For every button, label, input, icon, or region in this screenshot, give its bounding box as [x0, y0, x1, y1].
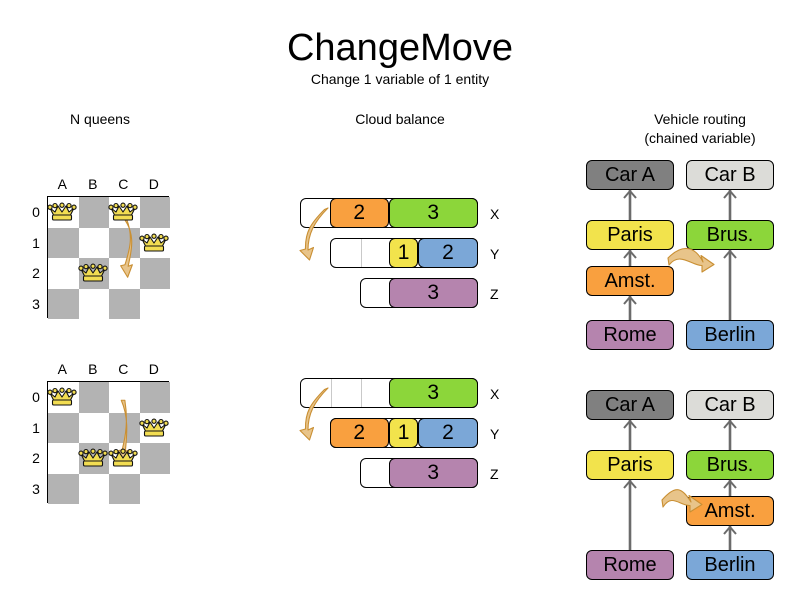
- capacity-divider: [360, 239, 362, 267]
- board-cell-a2[interactable]: [48, 443, 79, 474]
- column-header-nqueens: N queens: [70, 111, 130, 127]
- board-cell-d3[interactable]: [139, 473, 170, 504]
- capacity-divider: [330, 379, 332, 407]
- queen-b2: [78, 448, 108, 467]
- column-header-cloud-balance: Cloud balance: [355, 111, 445, 127]
- board-cell-b0[interactable]: [78, 382, 109, 413]
- file-label-c: C: [118, 361, 129, 377]
- board-cell-d3[interactable]: [139, 288, 170, 319]
- routing-node-rome-after[interactable]: Rome: [586, 550, 674, 580]
- cloud-process-orange[interactable]: 2: [329, 197, 389, 228]
- board-cell-a1[interactable]: [48, 227, 79, 258]
- rank-label-3: 3: [32, 295, 40, 312]
- rank-label-1: 1: [32, 234, 40, 251]
- board-cell-a3[interactable]: [48, 473, 79, 504]
- routing-node-carb-before[interactable]: Car B: [686, 160, 774, 190]
- board-cell-c1[interactable]: [109, 227, 140, 258]
- board-cell-d0[interactable]: [139, 382, 170, 413]
- routing-node-amst-before[interactable]: Amst.: [586, 266, 674, 296]
- cloud-computer-label-x: X: [490, 206, 500, 222]
- cloud-process-green[interactable]: 3: [388, 377, 478, 408]
- routing-node-berlin-before[interactable]: Berlin: [686, 320, 774, 350]
- capacity-divider: [360, 379, 362, 407]
- routing-node-carb-after[interactable]: Car B: [686, 390, 774, 420]
- queen-a0: [47, 202, 77, 221]
- board-cell-d0[interactable]: [139, 197, 170, 228]
- page-title: ChangeMove: [286, 27, 514, 69]
- cloud-computer-z-after[interactable]: 3: [359, 457, 478, 488]
- cloud-process-yellow[interactable]: 1: [388, 417, 419, 448]
- board-cell-a3[interactable]: [48, 288, 79, 319]
- file-label-c: C: [118, 176, 129, 192]
- cloud-process-purple[interactable]: 3: [388, 457, 478, 488]
- board-cell-a1[interactable]: [48, 412, 79, 443]
- cloud-computer-label-y: Y: [490, 426, 500, 442]
- routing-node-cara-before[interactable]: Car A: [586, 160, 674, 190]
- cloud-computer-label-z: Z: [490, 466, 499, 482]
- cloud-process-orange[interactable]: 2: [329, 417, 389, 448]
- routing-node-brus-before[interactable]: Brus.: [686, 220, 774, 250]
- queen-c2: [108, 448, 138, 467]
- board-cell-b1[interactable]: [78, 227, 109, 258]
- cloud-process-purple[interactable]: 3: [388, 277, 478, 308]
- queen-c0: [108, 202, 138, 221]
- routing-node-amst-after[interactable]: Amst.: [686, 496, 774, 526]
- queen-d1: [139, 418, 169, 437]
- cloud-computer-z-before[interactable]: 3: [359, 277, 478, 308]
- rank-label-0: 0: [32, 204, 40, 220]
- cloud-process-blue[interactable]: 2: [418, 417, 478, 448]
- routing-node-rome-before[interactable]: Rome: [586, 320, 674, 350]
- cloud-computer-label-z: Z: [490, 286, 499, 302]
- file-label-a: A: [57, 361, 67, 377]
- queen-b2: [78, 263, 108, 282]
- routing-node-brus-after[interactable]: Brus.: [686, 450, 774, 480]
- board-cell-d2[interactable]: [139, 443, 170, 474]
- routing-header-line1: Vehicle routing: [654, 111, 746, 127]
- rank-label-0: 0: [32, 389, 40, 405]
- page-subtitle: Change 1 variable of 1 entity: [310, 71, 490, 87]
- board-cell-b3[interactable]: [78, 473, 109, 504]
- board-cell-b0[interactable]: [78, 197, 109, 228]
- rank-label-3: 3: [32, 480, 40, 497]
- board-cell-c3[interactable]: [109, 288, 140, 319]
- routing-node-paris-before[interactable]: Paris: [586, 220, 674, 250]
- file-label-b: B: [88, 176, 98, 192]
- cloud-process-blue[interactable]: 2: [418, 237, 478, 268]
- routing-header-line2: (chained variable): [644, 130, 756, 146]
- file-label-d: D: [148, 361, 159, 377]
- file-label-d: D: [148, 176, 159, 192]
- rank-label-2: 2: [32, 450, 40, 466]
- routing-node-cara-after[interactable]: Car A: [586, 390, 674, 420]
- cloud-computer-x-after[interactable]: 3: [300, 377, 478, 408]
- board-cell-c2[interactable]: [109, 258, 140, 289]
- queen-d1: [139, 233, 169, 252]
- chess-board[interactable]: [47, 381, 170, 504]
- board-cell-c0[interactable]: [109, 382, 140, 413]
- routing-node-paris-after[interactable]: Paris: [586, 450, 674, 480]
- cloud-process-yellow[interactable]: 1: [388, 237, 419, 268]
- cloud-computer-label-y: Y: [490, 246, 500, 262]
- board-cell-c3[interactable]: [109, 473, 140, 504]
- queen-a0: [47, 387, 77, 406]
- rank-label-2: 2: [32, 265, 40, 281]
- board-cell-d2[interactable]: [139, 258, 170, 289]
- rank-label-1: 1: [32, 419, 40, 436]
- board-cell-c1[interactable]: [109, 412, 140, 443]
- board-cell-b3[interactable]: [78, 288, 109, 319]
- cloud-computer-label-x: X: [490, 386, 500, 402]
- routing-node-berlin-after[interactable]: Berlin: [686, 550, 774, 580]
- cloud-process-green[interactable]: 3: [388, 197, 478, 228]
- file-label-b: B: [88, 361, 98, 377]
- column-header-vehicle-routing: Vehicle routing (chained variable): [600, 110, 800, 148]
- board-cell-b1[interactable]: [78, 412, 109, 443]
- board-cell-a2[interactable]: [48, 258, 79, 289]
- file-label-a: A: [57, 176, 67, 192]
